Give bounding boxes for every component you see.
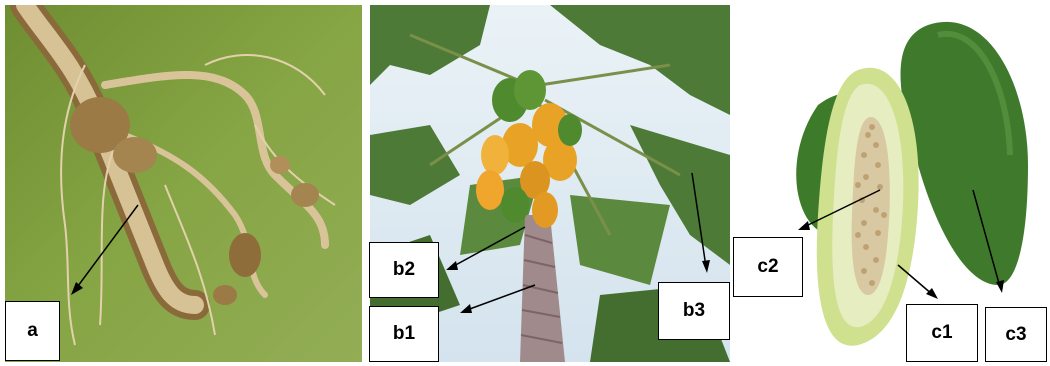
label-b1: b1 xyxy=(369,306,439,362)
label-a: a xyxy=(5,301,60,361)
label-b2: b2 xyxy=(369,242,439,298)
label-b3: b3 xyxy=(658,282,730,340)
label-c2: c2 xyxy=(733,237,803,297)
label-c3: c3 xyxy=(985,307,1047,362)
label-c1: c1 xyxy=(906,304,978,362)
